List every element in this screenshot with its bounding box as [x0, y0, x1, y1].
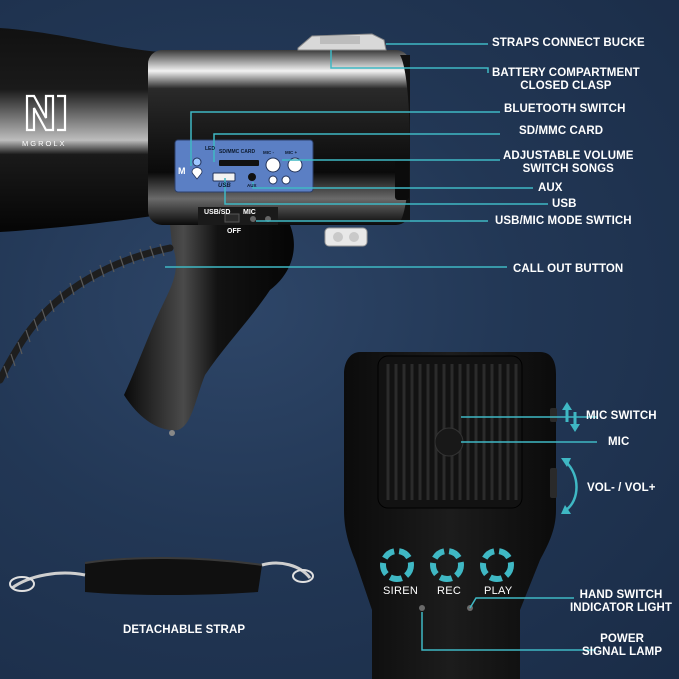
hand-switch-callout-line2: INDICATOR LIGHT [570, 602, 673, 614]
vol-callout: VOL- / VOL+ [587, 482, 656, 494]
panel-vol-minus-label: MIC - [263, 150, 274, 155]
volume-callout: ADJUSTABLE VOLUME SWITCH SONGS [503, 150, 634, 176]
panel-vol-plus-label: MIC + [285, 150, 298, 155]
battery-callout-line2: CLOSED CLASP [520, 80, 612, 92]
aux-callout: AUX [538, 182, 563, 194]
hand-switch-callout: HAND SWITCH INDICATOR LIGHT [570, 589, 672, 615]
mic-switch-arrows-icon [562, 402, 580, 432]
brand-name: MGROLX [22, 139, 67, 148]
usb-callout: USB [552, 198, 577, 210]
power-callout-line2: SIGNAL LAMP [582, 646, 663, 658]
panel-aux-label: AUX [247, 183, 257, 188]
panel-sd-label: SD/MMC CARD [219, 149, 256, 155]
rec-button-label: REC [437, 585, 462, 597]
play-button-ring [480, 548, 514, 582]
brand-logo [24, 94, 68, 132]
volume-callout-line2: SWITCH SONGS [522, 163, 614, 175]
logo-mark-icon [25, 94, 67, 132]
straps-callout: STRAPS CONNECT BUCKE [492, 37, 645, 49]
battery-callout: BATTERY COMPARTMENT CLOSED CLASP [492, 67, 640, 93]
rec-button-ring [430, 548, 464, 582]
panel-usb-label: USB [218, 183, 231, 189]
volume-callout-line1: ADJUSTABLE VOLUME [503, 150, 634, 162]
megaphone-body [148, 50, 410, 225]
callout-lines [165, 43, 597, 651]
detachable-strap-illustration [9, 557, 314, 595]
siren-button-label: SIREN [383, 585, 419, 597]
siren-button-ring [380, 548, 414, 582]
strap-callout: DETACHABLE STRAP [123, 624, 246, 636]
mode-switch-callout: USB/MIC MODE SWTICH [495, 215, 632, 227]
off-label: OFF [227, 228, 241, 235]
power-callout-line1: POWER [600, 633, 645, 645]
pistol-grip [124, 225, 294, 431]
horn-shape [0, 28, 160, 232]
panel-led-label: LED [205, 146, 215, 152]
mic-callout: MIC [608, 436, 630, 448]
mic-body-label: MIC [243, 209, 256, 216]
hand-switch-callout-line1: HAND SWITCH [579, 589, 663, 601]
call-out-callout: CALL OUT BUTTON [513, 263, 624, 275]
mic-switch-callout: MIC SWITCH [586, 410, 657, 422]
vol-curved-arrow-icon [565, 461, 578, 512]
panel-m-label: M [178, 166, 186, 176]
battery-callout-line1: BATTERY COMPARTMENT [492, 67, 640, 79]
sd-card-callout: SD/MMC CARD [519, 125, 604, 137]
usb-sd-label: USB/SD [204, 209, 231, 216]
bluetooth-callout: BLUETOOTH SWITCH [504, 103, 626, 115]
play-button-label: PLAY [484, 585, 513, 597]
power-callout: POWER SIGNAL LAMP [582, 633, 662, 659]
